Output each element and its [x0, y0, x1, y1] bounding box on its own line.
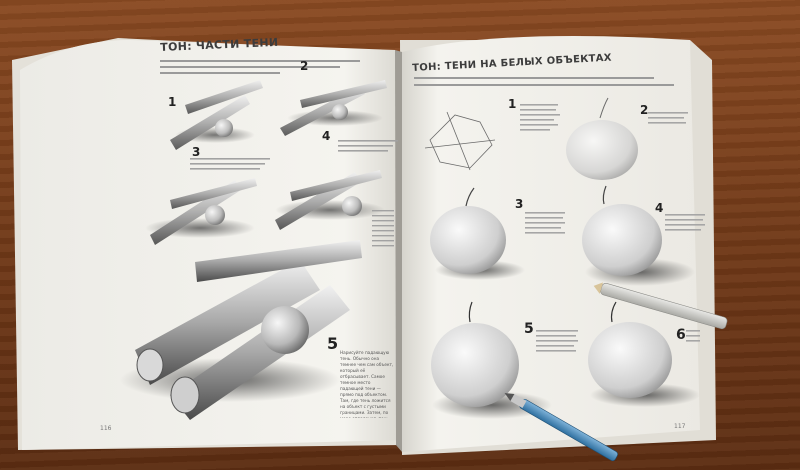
step5-drawing	[120, 240, 362, 420]
right-step-number-4: 4	[655, 201, 664, 215]
right-step-number-6: 6	[676, 327, 686, 343]
pencil-white	[593, 282, 728, 330]
left-step-text-lines	[190, 140, 398, 247]
onion-step5	[431, 301, 552, 419]
left-page-number: 116	[100, 425, 112, 432]
left-step-number-4: 4	[322, 129, 331, 143]
right-step-number-3: 3	[515, 197, 524, 211]
right-step-number-2: 2	[640, 103, 649, 117]
step4-sketch	[275, 170, 385, 230]
right-step-number-5: 5	[524, 321, 534, 337]
left-step-number-2: 2	[300, 59, 309, 73]
pencil-blue	[504, 393, 618, 462]
left-step-number-1: 1	[168, 95, 177, 109]
left-step-number-5: 5	[327, 334, 339, 353]
left-intro-lines	[160, 60, 360, 74]
right-intro-lines	[414, 77, 674, 86]
onion-step1	[424, 111, 496, 171]
left-step5-text: Нарисуйте падающую тень. Обычно она темн…	[340, 350, 394, 418]
right-step-text-lines	[520, 104, 705, 352]
onion-step4	[582, 185, 695, 286]
step1-sketch	[170, 80, 263, 150]
onion-step6	[588, 301, 700, 407]
right-step-number-1: 1	[508, 97, 517, 111]
onion-step2	[566, 97, 638, 180]
left-page	[20, 40, 402, 450]
step3-sketch	[145, 178, 257, 245]
right-page-number: 117	[674, 423, 686, 430]
step2-sketch	[280, 80, 387, 136]
onion-step3	[430, 187, 525, 280]
left-step-number-3: 3	[192, 145, 201, 159]
